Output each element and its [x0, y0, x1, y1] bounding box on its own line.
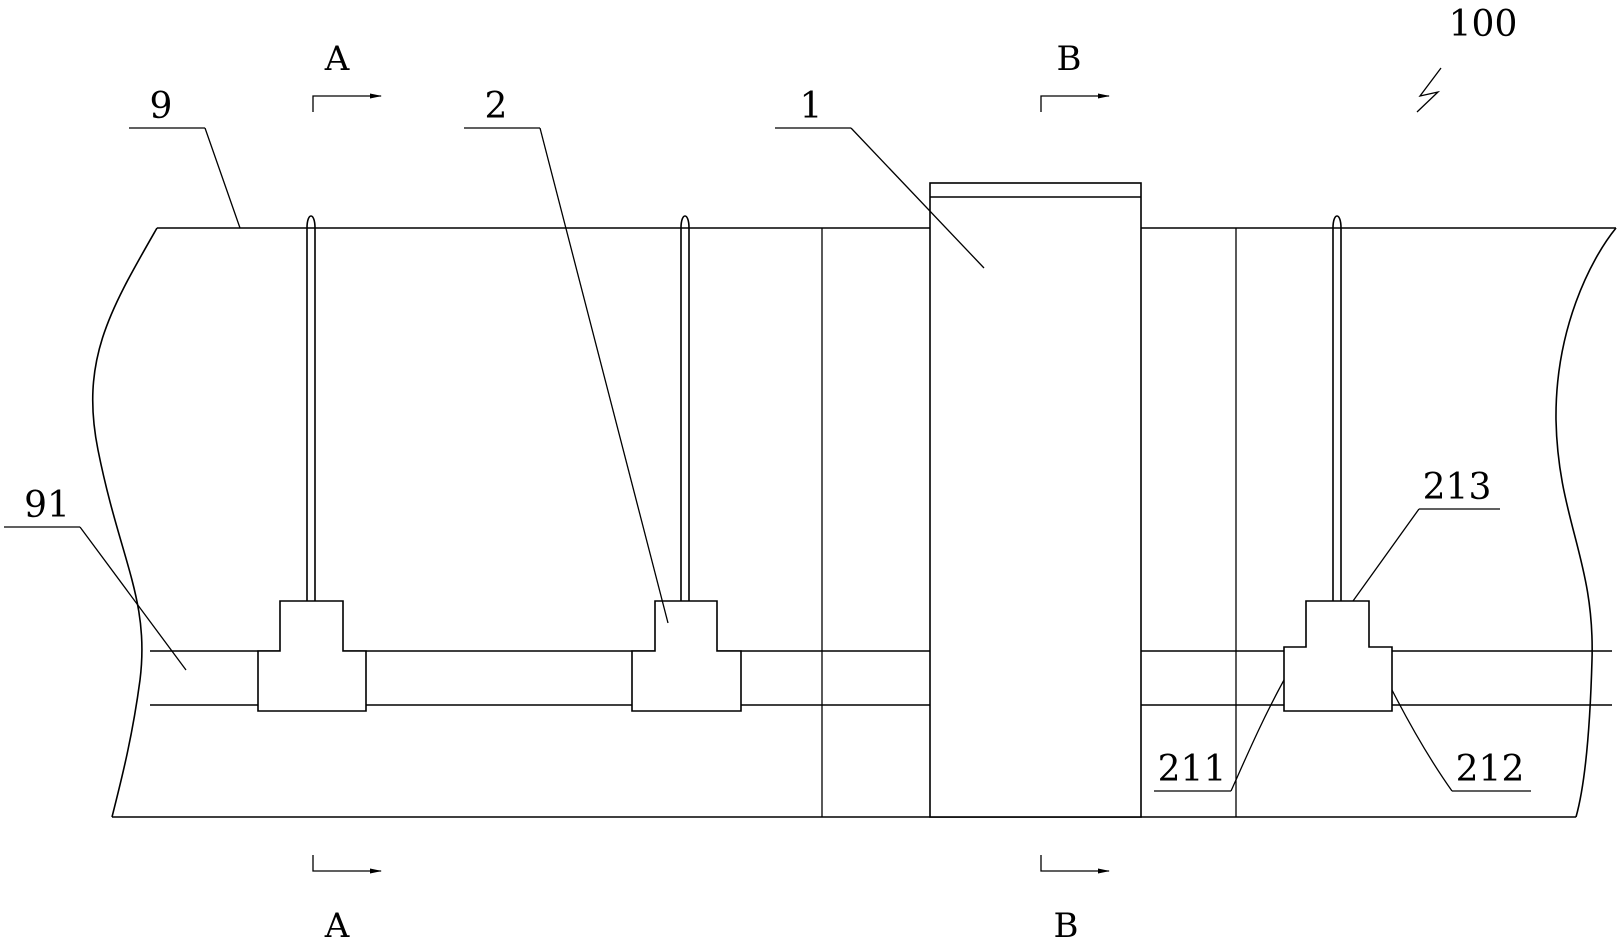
pipe-label: 91 [24, 485, 70, 526]
wall-label: 9 [150, 86, 173, 127]
connector-label: 2 [485, 86, 508, 127]
assembly-label: 100 [1449, 4, 1518, 45]
wall-outline [91, 227, 1617, 818]
connector-leader [539, 127, 669, 624]
section-b-bottom-marker [1040, 855, 1110, 874]
section-label-b-top: B [1057, 39, 1082, 79]
tee-connector-left [257, 215, 367, 712]
section-a-top-marker [312, 93, 382, 112]
section-b-top-marker [1040, 93, 1110, 112]
tee-connector-right [1283, 215, 1393, 712]
central-column [929, 182, 1142, 818]
column-leader [850, 127, 985, 269]
port-right-label: 212 [1456, 749, 1525, 790]
port-top-label: 213 [1423, 467, 1492, 508]
section-label-a-top: A [324, 39, 350, 79]
assembly-pointer [1416, 67, 1442, 113]
pipe-leader [79, 526, 187, 671]
section-label-b-bottom: B [1054, 906, 1079, 943]
port-top-leader [1352, 508, 1420, 602]
port-left-label: 211 [1158, 749, 1227, 790]
column-label: 1 [800, 86, 823, 127]
tee-connector-middle [631, 215, 742, 712]
section-label-a-bottom: A [324, 906, 350, 943]
port-left-leader [1230, 679, 1285, 792]
section-a-bottom-marker [312, 855, 382, 874]
port-right-leader [1391, 689, 1453, 792]
wall-leader [204, 127, 241, 229]
